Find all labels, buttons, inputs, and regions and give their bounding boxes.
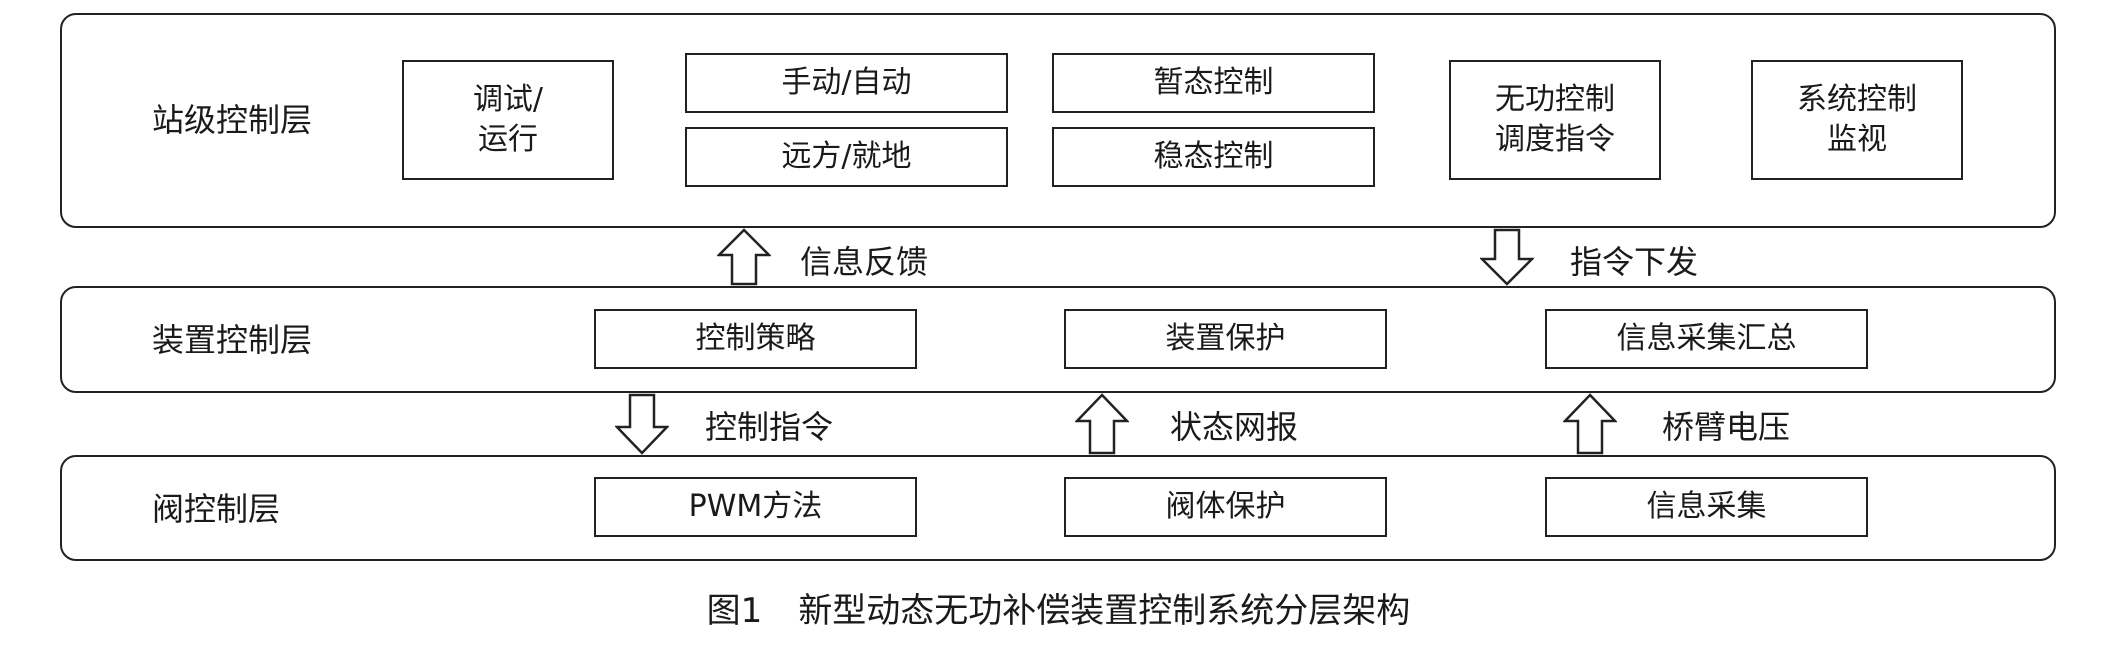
info-feedback-up-arrow-icon	[717, 228, 771, 286]
remote-local-box: 远方/就地	[685, 127, 1008, 187]
debug-run-box: 调试/ 运行	[402, 60, 614, 180]
figure-number: 图1	[706, 591, 763, 631]
station-layer-title: 站级控制层	[152, 101, 313, 139]
valve-layer-title: 阀控制层	[152, 490, 281, 528]
figure-title: 新型动态无功补偿装置控制系统分层架构	[798, 591, 1411, 631]
steady-control-box: 稳态控制	[1052, 127, 1375, 187]
valve-protection-box: 阀体保护	[1064, 477, 1387, 537]
pwm-method-box: PWM方法	[594, 477, 917, 537]
status-report-label: 状态网报	[1170, 408, 1299, 446]
station-control-layer	[60, 13, 2056, 228]
reactive-dispatch-box: 无功控制 调度指令	[1449, 60, 1661, 180]
control-command-label: 控制指令	[705, 408, 834, 446]
info-summary-box: 信息采集汇总	[1545, 309, 1868, 369]
manual-auto-box: 手动/自动	[685, 53, 1008, 113]
info-collection-box: 信息采集	[1545, 477, 1868, 537]
command-issue-label: 指令下发	[1570, 243, 1699, 281]
figure-caption: 图1 新型动态无功补偿装置控制系统分层架构	[0, 594, 2117, 628]
bridge-voltage-up-arrow-icon	[1563, 393, 1617, 455]
transient-control-box: 暂态控制	[1052, 53, 1375, 113]
control-strategy-box: 控制策略	[594, 309, 917, 369]
bridge-voltage-label: 桥臂电压	[1662, 408, 1791, 446]
info-feedback-label: 信息反馈	[800, 243, 929, 281]
device-layer-title: 装置控制层	[152, 321, 313, 359]
system-monitor-box: 系统控制 监视	[1751, 60, 1963, 180]
control-command-down-arrow-icon	[615, 393, 669, 455]
status-report-up-arrow-icon	[1075, 393, 1129, 455]
device-protection-box: 装置保护	[1064, 309, 1387, 369]
command-issue-down-arrow-icon	[1480, 228, 1534, 286]
